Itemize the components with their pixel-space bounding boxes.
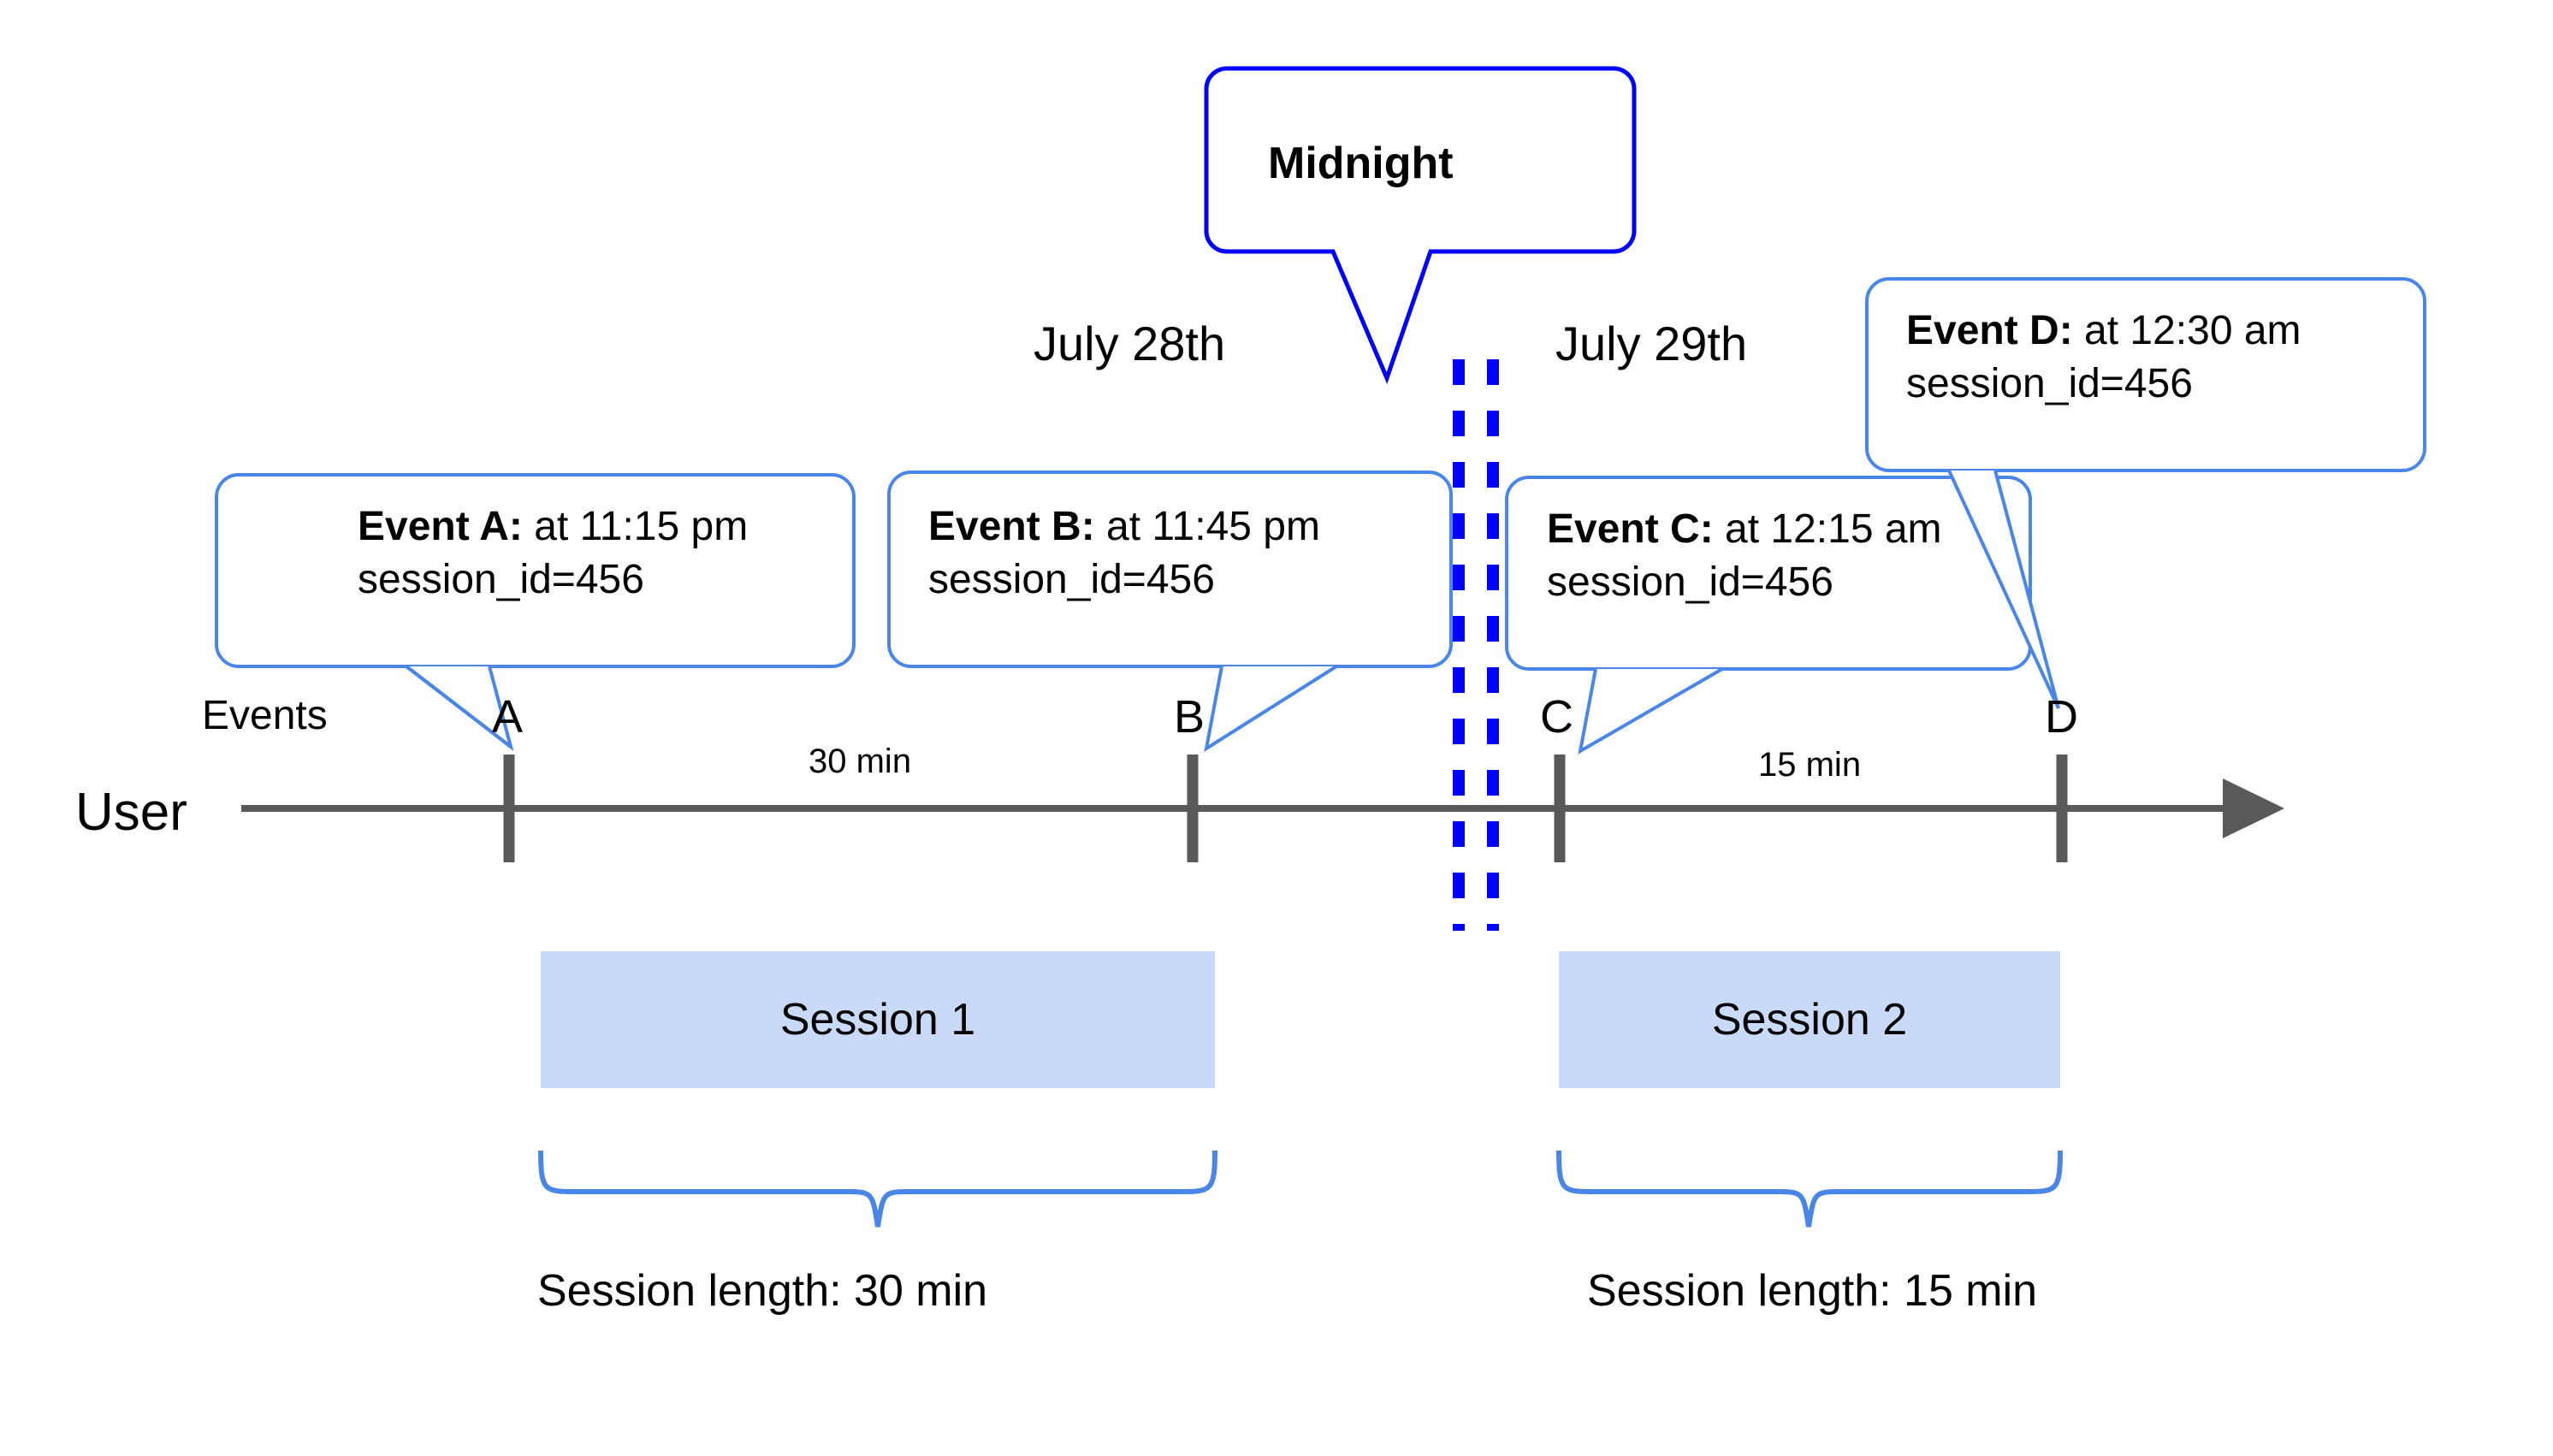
midnight-label: Midnight bbox=[1268, 139, 1454, 188]
event-d-callout-shape bbox=[1865, 277, 2426, 709]
duration-label-a-b: 30 min bbox=[809, 743, 912, 780]
event-b-title: Event B: bbox=[928, 504, 1095, 549]
tick-letter-b: B bbox=[1174, 691, 1205, 743]
event-a-session-id: session_id=456 bbox=[358, 557, 644, 603]
session-1-brace bbox=[538, 1150, 1217, 1228]
event-a-detail: at 11:15 pm bbox=[522, 504, 749, 549]
tick-letter-c: C bbox=[1540, 691, 1573, 743]
session-2-brace bbox=[1556, 1150, 2063, 1228]
session-1-label: Session 1 bbox=[779, 995, 976, 1045]
session-2-box: Session 2 bbox=[1559, 951, 2060, 1088]
date-label-july-29: July 29th bbox=[1555, 317, 1748, 370]
event-c-callout-text: Event C: at 12:15 am session_id=456 bbox=[1547, 503, 1942, 610]
midnight-dashed-lines bbox=[1453, 359, 1499, 931]
event-a-callout-text: Event A: at 11:15 pm session_id=456 bbox=[358, 500, 748, 607]
timeline-axis bbox=[241, 778, 2284, 838]
event-b-detail: at 11:45 pm bbox=[1094, 504, 1320, 549]
event-c-session-id: session_id=456 bbox=[1547, 559, 1833, 606]
event-c-detail: at 12:15 am bbox=[1713, 506, 1942, 552]
session-1-length-label: Session length: 30 min bbox=[537, 1266, 988, 1316]
session-2-length-label: Session length: 15 min bbox=[1587, 1266, 2038, 1316]
event-a-title: Event A: bbox=[358, 504, 523, 549]
event-c-callout-shape bbox=[1505, 476, 2032, 755]
midnight-callout-shape bbox=[1204, 66, 1637, 384]
row-label-user: User bbox=[75, 783, 187, 842]
event-b-callout-shape bbox=[887, 471, 1453, 753]
timeline-ticks bbox=[503, 755, 2068, 862]
duration-label-c-d: 15 min bbox=[1758, 746, 1862, 784]
tick-letter-a: A bbox=[492, 691, 524, 743]
event-d-session-id: session_id=456 bbox=[1906, 361, 2193, 407]
session-2-label: Session 2 bbox=[1711, 995, 1908, 1045]
event-b-callout-text: Event B: at 11:45 pm session_id=456 bbox=[928, 500, 1320, 607]
session-1-box: Session 1 bbox=[541, 951, 1215, 1088]
event-c-title: Event C: bbox=[1547, 506, 1714, 552]
tick-letter-d: D bbox=[2045, 691, 2078, 743]
event-a-callout-shape bbox=[215, 473, 856, 752]
event-d-title: Event D: bbox=[1906, 308, 2073, 353]
row-label-events: Events bbox=[202, 693, 328, 738]
event-b-session-id: session_id=456 bbox=[928, 557, 1215, 603]
event-d-detail: at 12:30 am bbox=[2072, 308, 2301, 353]
date-label-july-28: July 28th bbox=[1034, 317, 1226, 370]
event-d-callout-text: Event D: at 12:30 am session_id=456 bbox=[1906, 305, 2301, 411]
